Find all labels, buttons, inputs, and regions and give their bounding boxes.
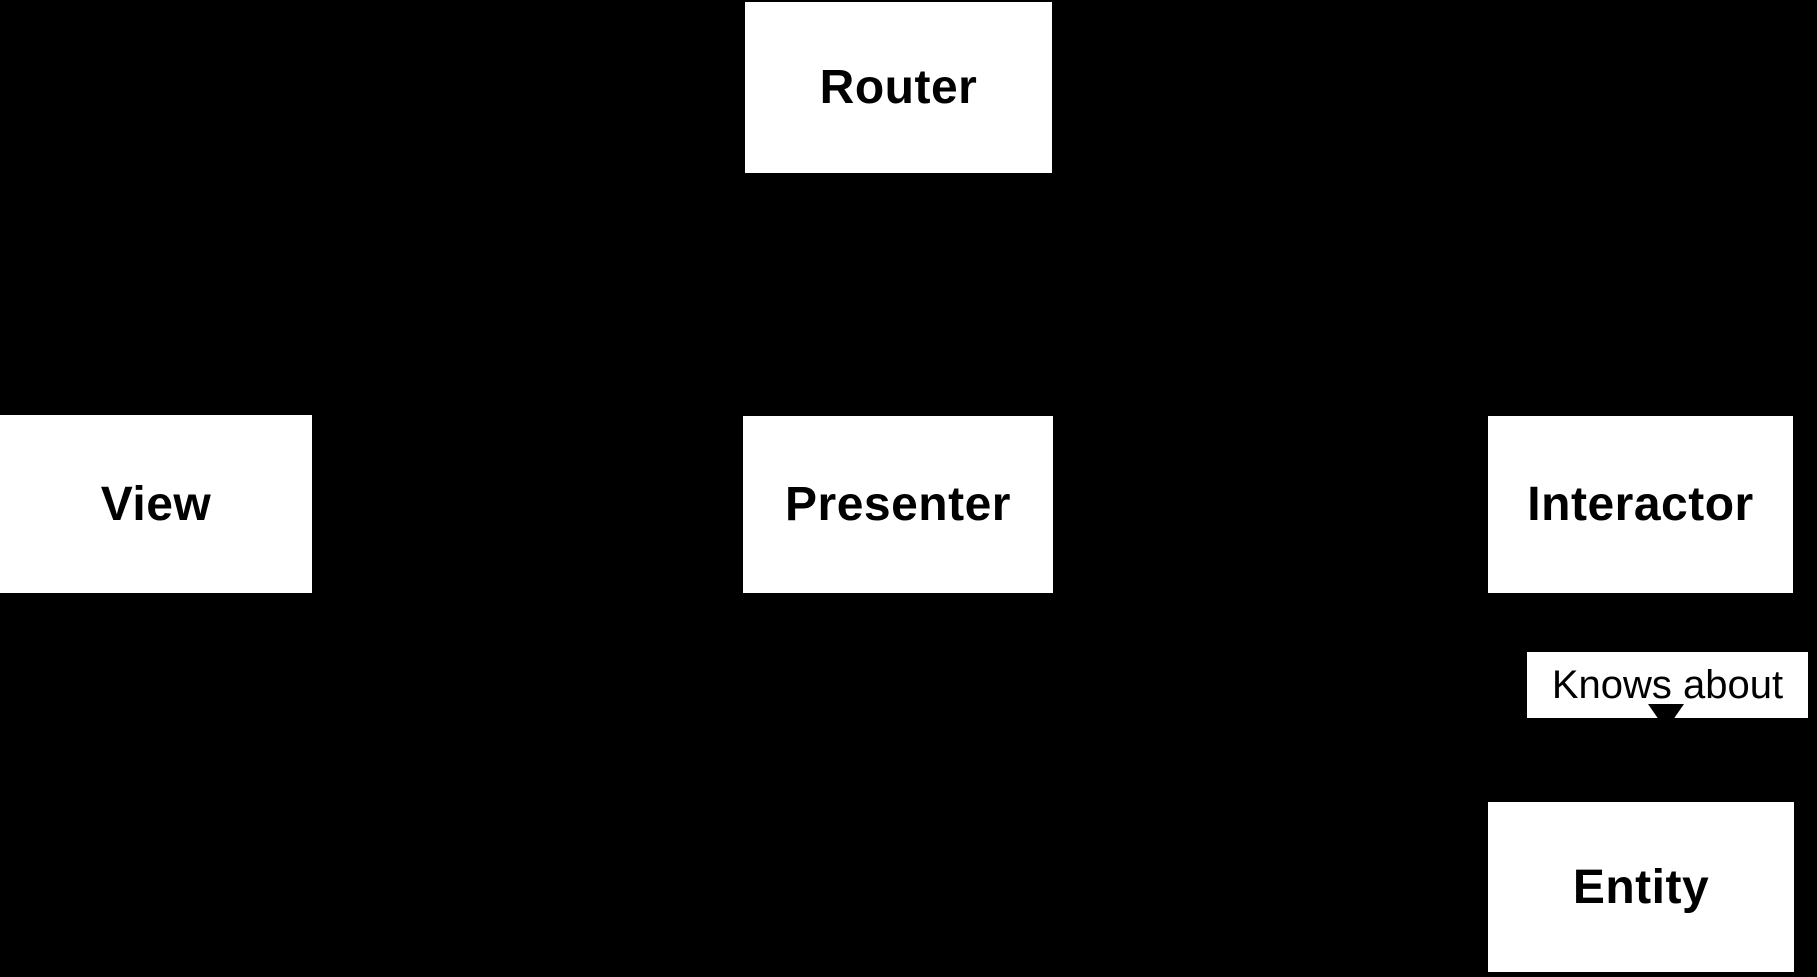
presenter-node: Presenter	[743, 416, 1053, 593]
presenter-node-label: Presenter	[785, 478, 1011, 531]
view-node: View	[0, 415, 312, 593]
entity-node: Entity	[1488, 802, 1794, 972]
entity-node-label: Entity	[1572, 860, 1710, 914]
router-node-label: Router	[819, 61, 978, 114]
interactor-node-label: Interactor	[1527, 478, 1754, 531]
arrowhead-icon	[1648, 704, 1684, 730]
knows-about-edge-label: Knows about	[1527, 652, 1808, 718]
knows-about-edge-label-text: Knows about	[1551, 662, 1784, 707]
view-node-label: View	[100, 477, 212, 531]
interactor-node: Interactor	[1488, 416, 1793, 593]
router-node: Router	[745, 2, 1052, 173]
